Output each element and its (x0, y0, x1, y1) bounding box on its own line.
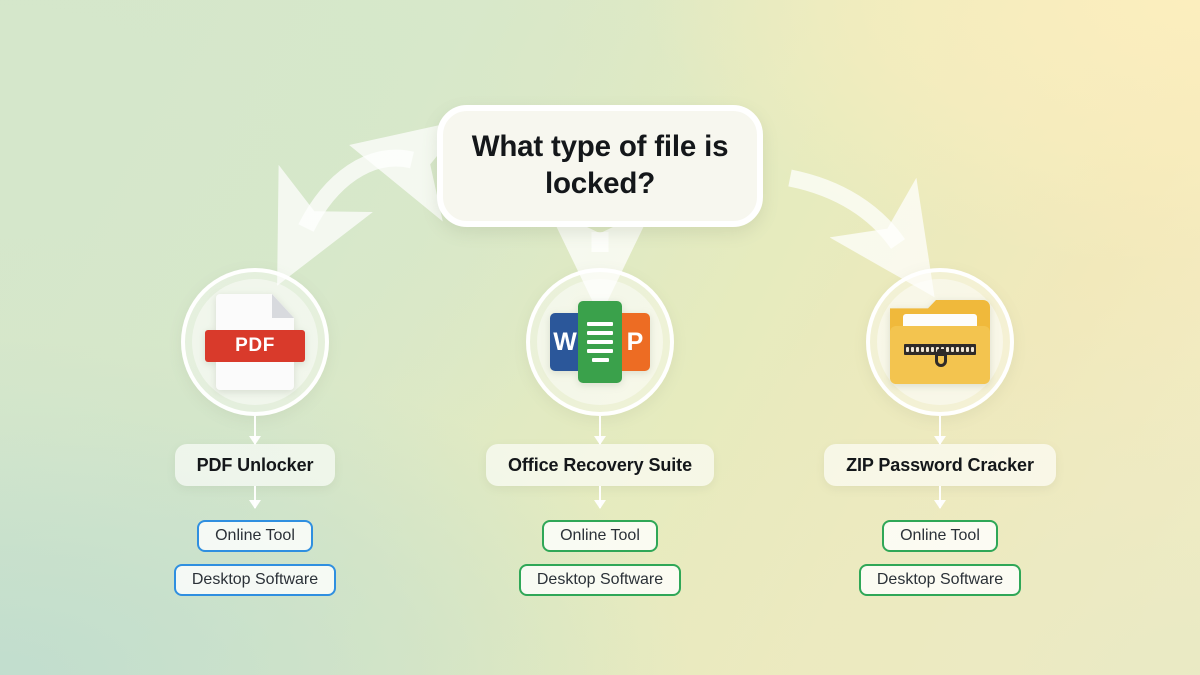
doc-line (587, 340, 613, 344)
excel-document-tile (578, 301, 622, 383)
zip-icon-circle (866, 268, 1014, 416)
pdf-label-text: PDF (235, 335, 275, 356)
zipper-tooth (961, 347, 964, 352)
word-letter: W (553, 327, 577, 356)
page-title: What type of file is locked? (471, 130, 729, 200)
arrow-to-zip (788, 169, 935, 298)
zipper-tooth (931, 347, 934, 352)
office-tool-name: Office Recovery Suite (508, 454, 692, 475)
zip-tool-name-card: ZIP Password Cracker (824, 444, 1056, 486)
zipper-tooth (926, 347, 929, 352)
doc-line (587, 322, 613, 326)
office-documents-icon: W P (550, 301, 650, 383)
pdf-tool-name: PDF Unlocker (196, 454, 314, 475)
connector-circle-to-name (939, 416, 941, 444)
office-tool-name-card: Office Recovery Suite (486, 444, 714, 486)
zip-tool-name: ZIP Password Cracker (846, 454, 1034, 475)
office-option-desktop-software-label: Desktop Software (536, 571, 664, 588)
zipper-tooth (956, 347, 959, 352)
branch-pdf: PDF PDF Unlocker Online Tool Desktop Sof… (105, 268, 405, 596)
zip-folder-icon (890, 300, 990, 384)
doc-line (587, 349, 613, 353)
arrow-to-pdf (277, 118, 468, 286)
zipper-tooth (906, 347, 909, 352)
zip-option-desktop-software-label: Desktop Software (876, 571, 1004, 588)
icon-inner-disc: PDF (192, 279, 318, 405)
connector-circle-to-name (599, 416, 601, 444)
zipper-tooth (966, 347, 969, 352)
doc-line (587, 331, 613, 335)
office-option-desktop-software[interactable]: Desktop Software (518, 564, 682, 596)
pdf-option-desktop-software[interactable]: Desktop Software (173, 564, 337, 596)
zipper-tooth (946, 347, 949, 352)
pdf-file-icon: PDF (205, 294, 305, 390)
pdf-label-band: PDF (205, 330, 305, 362)
connector-name-to-options (254, 486, 256, 508)
connector-name-to-options (599, 486, 601, 508)
pdf-option-online-tool-label: Online Tool (215, 527, 295, 544)
pdf-tool-name-card: PDF Unlocker (174, 444, 336, 486)
zip-option-online-tool[interactable]: Online Tool (882, 520, 998, 552)
pdf-icon-circle: PDF (181, 268, 329, 416)
root-question-card: What type of file is locked? (437, 105, 763, 227)
zip-option-desktop-software[interactable]: Desktop Software (858, 564, 1022, 596)
zipper-tooth (921, 347, 924, 352)
office-icon-circle: W P (526, 268, 674, 416)
connector-name-to-options (939, 486, 941, 508)
office-option-online-tool[interactable]: Online Tool (542, 520, 658, 552)
office-option-online-tool-label: Online Tool (560, 527, 640, 544)
doc-line (591, 358, 609, 362)
icon-inner-disc (877, 279, 1003, 405)
zip-option-online-tool-label: Online Tool (900, 527, 980, 544)
powerpoint-letter: P (626, 327, 644, 356)
zipper-pull-ring (935, 352, 947, 367)
zipper-tooth (916, 347, 919, 352)
connector-circle-to-name (254, 416, 256, 444)
pdf-option-online-tool[interactable]: Online Tool (197, 520, 313, 552)
branch-office: W P Office Recovery Suite (450, 268, 750, 596)
icon-inner-disc: W P (537, 279, 663, 405)
branch-zip: ZIP Password Cracker Online Tool Desktop… (790, 268, 1090, 596)
zipper-tooth (951, 347, 954, 352)
zipper-tooth (971, 347, 974, 352)
pdf-option-desktop-software-label: Desktop Software (191, 571, 319, 588)
zipper-tooth (911, 347, 914, 352)
